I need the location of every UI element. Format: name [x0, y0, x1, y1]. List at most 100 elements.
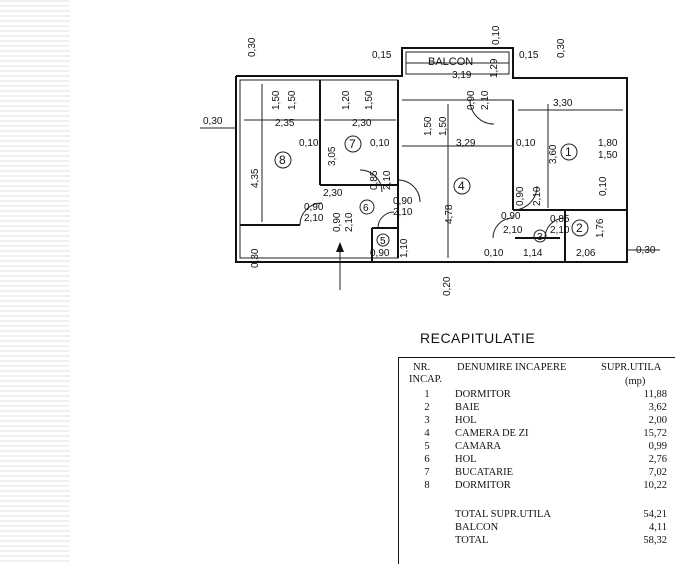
row-name: BUCATARIE [455, 467, 514, 478]
table-row: 5 CAMARA 0,99 [399, 440, 675, 453]
dim-balc-015-l: 0,15 [372, 50, 392, 61]
total-value: 4,11 [649, 522, 667, 533]
row-value: 10,22 [643, 480, 667, 491]
dim-h-478: 4,78 [444, 204, 455, 224]
dim-r2-210: 2,10 [503, 225, 523, 236]
row-name: DORMITOR [455, 480, 511, 491]
dim-balc-015-r: 0,15 [519, 50, 539, 61]
door-arc-3 [492, 217, 514, 239]
room-4-circle [453, 177, 471, 195]
room-2-circle [571, 219, 589, 237]
room-7-circle [344, 135, 362, 153]
row-nr: 3 [424, 415, 430, 426]
dim-left-030: 0,30 [203, 116, 223, 127]
room-number-7: 7 [349, 137, 356, 151]
scan-edge-noise [0, 0, 70, 563]
total-row: TOTAL SUPR.UTILA 54,21 [399, 508, 675, 521]
dim-b-110: 1,10 [399, 238, 410, 258]
dim-balc-319: 3,19 [452, 70, 472, 81]
dim-r2-114: 1,14 [523, 248, 543, 259]
dim-r2-085: 0,85 [550, 214, 570, 225]
dim-door-210: 2,10 [480, 90, 491, 110]
row-value: 11,88 [643, 389, 667, 400]
table-row: 7 BUCATARIE 7,02 [399, 466, 675, 479]
room-number-1: 1 [565, 145, 572, 159]
dim-w-330: 3,30 [553, 98, 573, 109]
total-name: TOTAL SUPR.UTILA [455, 509, 551, 520]
dim-l-010a: 0,10 [299, 138, 319, 149]
room-number-8: 8 [279, 153, 286, 167]
door-arc-2 [544, 217, 566, 239]
row-name: HOL [455, 454, 477, 465]
header-incap: INCAP. [409, 374, 442, 385]
row-name: CAMERA DE ZI [455, 428, 529, 439]
dim-d5-210: 2,10 [344, 212, 355, 232]
balcony-label: BALCON [428, 56, 473, 68]
dim-d6a-210: 2,10 [304, 213, 324, 224]
door-arc-4 [397, 179, 421, 203]
row-name: CAMARA [455, 441, 502, 452]
table-row: 4 CAMERA DE ZI 15,72 [399, 427, 675, 440]
room-number-3: 3 [537, 232, 543, 243]
row-nr: 8 [424, 480, 430, 491]
dim-r7-120: 1,20 [341, 90, 352, 110]
total-name: BALCON [455, 522, 499, 533]
dim-l-305: 3,05 [327, 146, 338, 166]
dim-h-435: 4,35 [250, 168, 261, 188]
row-value: 2,76 [648, 454, 667, 465]
row-nr: 7 [424, 467, 430, 478]
dim-d6b-090: 0,90 [393, 196, 413, 207]
header-nr: NR. [413, 362, 431, 373]
dim-r1-010: 0,10 [516, 138, 536, 149]
dim-l-010b: 0,10 [370, 138, 390, 149]
room-number-5: 5 [380, 236, 386, 247]
total-value: 58,32 [643, 535, 667, 546]
dim-r2-210b: 2,10 [550, 225, 570, 236]
dim-top-030: 0,30 [247, 37, 258, 57]
dim-r8-150b: 1,50 [287, 90, 298, 110]
row-name: BAIE [455, 402, 480, 413]
dim-w-235: 2,35 [275, 118, 295, 129]
header-name: DENUMIRE INCAPERE [457, 362, 567, 373]
outer-wall [235, 47, 628, 263]
dim-r1-360: 3,60 [548, 144, 559, 164]
table-row: 2 BAIE 3,62 [399, 401, 675, 414]
row-nr: 5 [424, 441, 430, 452]
header-supr: SUPR.UTILA [601, 362, 662, 373]
total-row: TOTAL 58,32 [399, 534, 675, 547]
table-row: 1 DORMITOR 11,88 [399, 388, 675, 401]
row-value: 2,00 [648, 415, 667, 426]
dim-r8-150: 1,50 [271, 90, 282, 110]
row-value: 15,72 [643, 428, 667, 439]
table-row: 3 HOL 2,00 [399, 414, 675, 427]
dim-r4-329: 3,29 [456, 138, 476, 149]
dim-r1-180: 1,80 [598, 138, 618, 149]
row-name: DORMITOR [455, 389, 511, 400]
dim-w-230: 2,30 [352, 118, 372, 129]
table-row: 8 DORMITOR 10,22 [399, 479, 675, 492]
dim-k-210: 2,10 [382, 170, 393, 190]
dim-r1-d-210: 2,10 [532, 186, 543, 206]
row-value: 7,02 [648, 467, 667, 478]
dim-balc-129: 1,29 [489, 58, 500, 78]
table-row: 6 HOL 2,76 [399, 453, 675, 466]
room-number-2: 2 [576, 221, 583, 235]
dim-k-085: 0,85 [369, 170, 380, 190]
dim-door-090: 0,90 [466, 90, 477, 110]
room-3-circle [533, 229, 547, 243]
room-number-6: 6 [363, 203, 369, 214]
door-arc-7 [359, 169, 383, 193]
dim-r1-010v: 0,10 [598, 176, 609, 196]
dim-r2-206: 2,06 [576, 248, 596, 259]
row-nr: 2 [424, 402, 430, 413]
entry-arrow-head [336, 242, 344, 252]
row-nr: 1 [424, 389, 430, 400]
row-value: 3,62 [648, 402, 667, 413]
door-arc-5 [377, 211, 395, 229]
dim-r4-150: 1,50 [423, 116, 434, 136]
dim-r2-176: 1,76 [595, 218, 606, 238]
dim-r2-010: 0,10 [484, 248, 504, 259]
recap-table: NR. INCAP. DENUMIRE INCAPERE SUPR.UTILA … [398, 357, 675, 564]
dim-r1-d-090: 0,90 [515, 186, 526, 206]
